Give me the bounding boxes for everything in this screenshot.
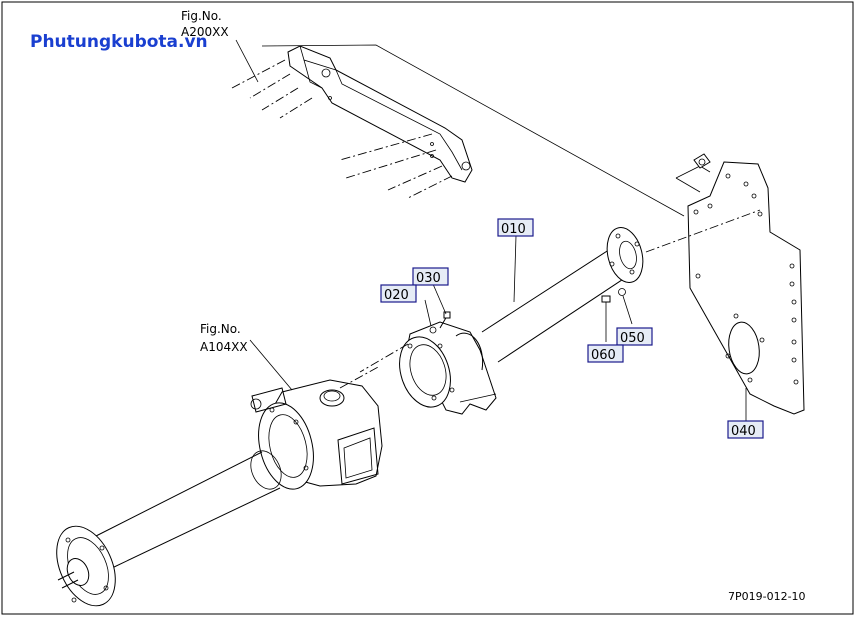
part-label-030[interactable]: 030 — [412, 267, 449, 286]
svg-text:050: 050 — [620, 331, 645, 346]
svg-text:030: 030 — [416, 271, 441, 286]
bearing-bracket — [359, 321, 497, 415]
svg-text:040: 040 — [731, 424, 756, 439]
part-label-050[interactable]: 050 — [616, 327, 653, 346]
fig-ref-a200-leader — [235, 39, 259, 83]
diagram-code: 7P019-012-10 — [728, 590, 806, 603]
fig-ref-a200-line2: A200XX — [181, 25, 229, 39]
bolt-030-washer-020 — [424, 283, 451, 334]
part-label-060[interactable]: 060 — [587, 344, 624, 363]
leader-010 — [513, 235, 517, 303]
svg-text:020: 020 — [384, 288, 409, 303]
svg-text:010: 010 — [501, 222, 526, 237]
svg-text:060: 060 — [591, 348, 616, 363]
watermark-text: Phutungkubota.vn — [30, 32, 208, 52]
frame-bracket-a200 — [231, 44, 685, 217]
axle-tube — [56, 365, 381, 607]
mounting-plate-040 — [675, 153, 805, 422]
fig-ref-a200-line1: Fig.No. — [181, 9, 222, 23]
part-label-020[interactable]: 020 — [380, 284, 417, 303]
bolt-060-washer-050 — [601, 288, 633, 342]
part-label-010[interactable]: 010 — [497, 218, 534, 237]
shaft-tube-010 — [481, 209, 761, 363]
part-label-040[interactable]: 040 — [727, 420, 764, 439]
fig-ref-a104-line1: Fig.No. — [200, 322, 241, 336]
gearbox-a104 — [249, 339, 383, 490]
fig-ref-a104-line2: A104XX — [200, 340, 248, 354]
